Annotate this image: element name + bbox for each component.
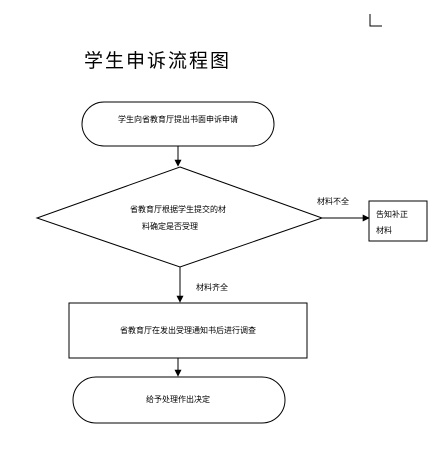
- node-submit-application: 学生向省教育厅提出书面申诉申请: [81, 101, 275, 147]
- node-notify-supplement: 告知补正 材料: [368, 200, 428, 242]
- node-notify-label-line2: 材料: [376, 225, 392, 235]
- node-decide-label-line2: 料确定是否受理: [142, 221, 198, 231]
- node-submit-shape: [81, 101, 275, 147]
- node-submit-label: 学生向省教育厅提出书面申诉申请: [118, 114, 238, 124]
- node-investigate-label: 省教育厅在发出受理通知书后进行调查: [120, 325, 256, 335]
- node-decide-label-line1: 省教育厅根据学生提交的材: [130, 204, 226, 214]
- node-notify-shape: [368, 200, 428, 242]
- node-decide-shape: [35, 166, 324, 268]
- node-decision-shape: [72, 376, 286, 424]
- node-decide-acceptance: 省教育厅根据学生提交的材 料确定是否受理: [35, 166, 324, 268]
- node-investigate: 省教育厅在发出受理通知书后进行调查: [68, 302, 308, 359]
- node-investigate-shape: [68, 302, 308, 359]
- edge-label-complete: 材料齐全: [196, 282, 228, 292]
- edge-label-incomplete: 材料不全: [317, 196, 349, 206]
- diagram-title: 学生申诉流程图: [84, 50, 231, 72]
- node-decision-label: 给予处理作出决定: [146, 394, 210, 404]
- page-corner-mark: [369, 14, 382, 27]
- node-make-decision: 给予处理作出决定: [72, 376, 286, 424]
- node-notify-label-line1: 告知补正: [376, 209, 408, 219]
